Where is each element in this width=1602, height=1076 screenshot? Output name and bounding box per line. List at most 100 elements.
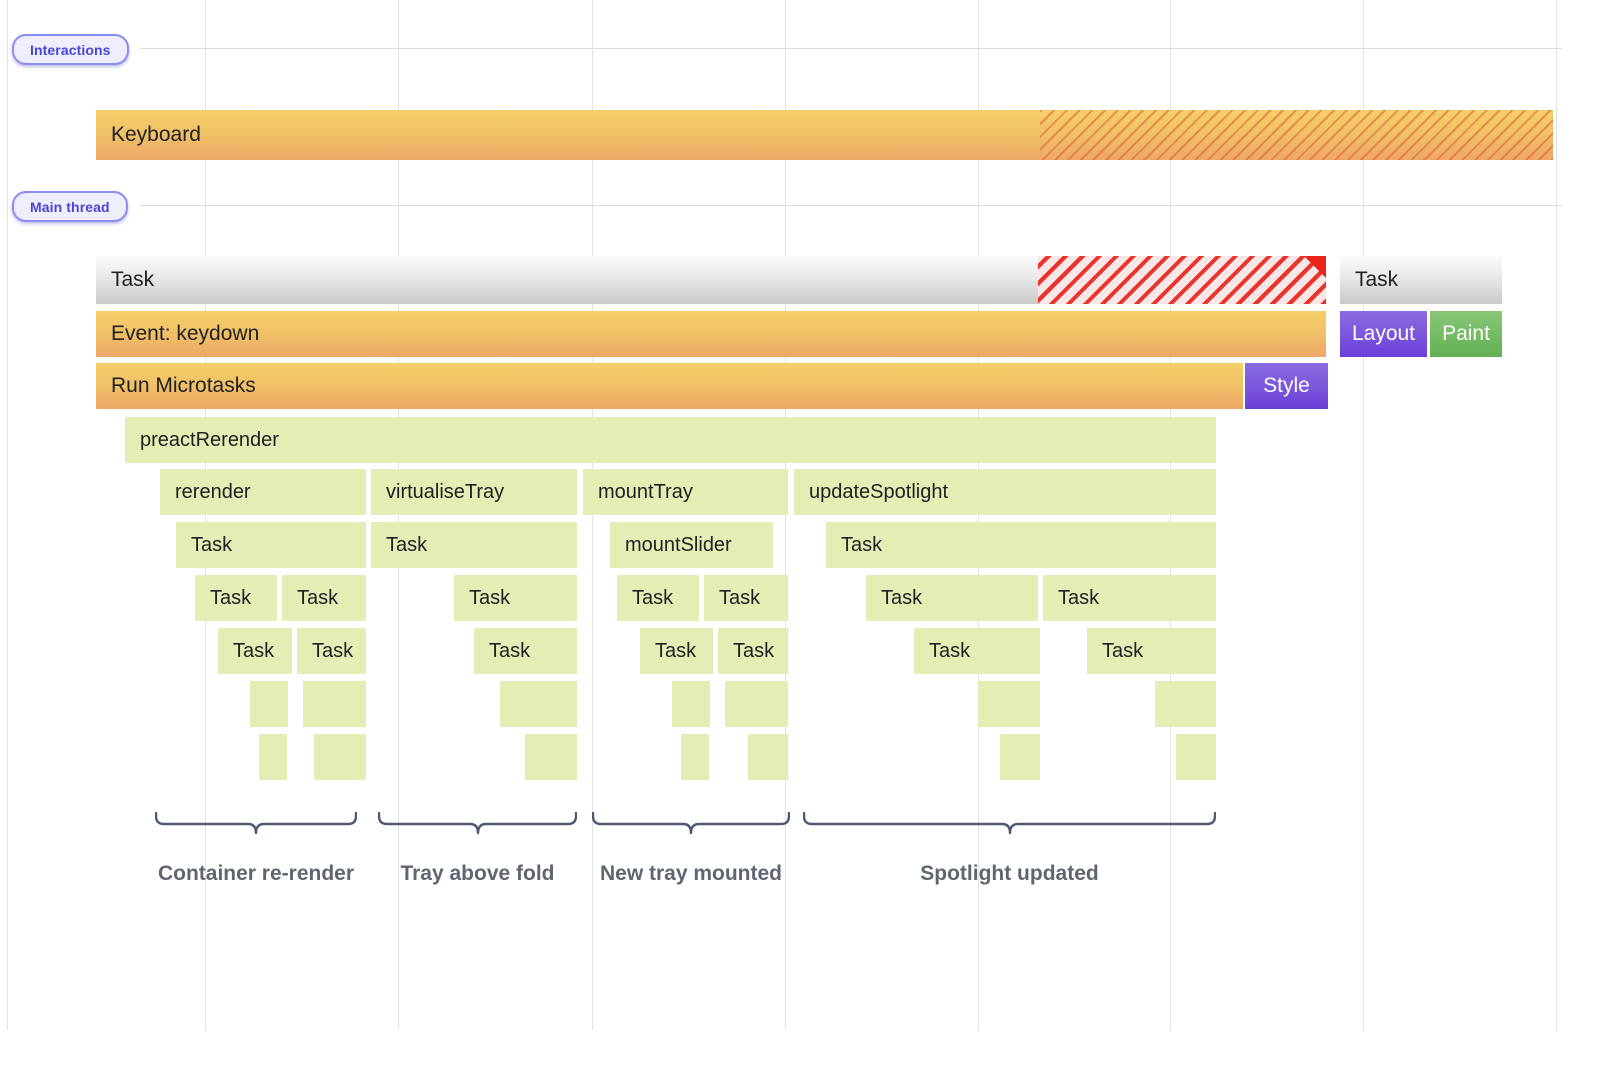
flame-bar-label: Task: [210, 586, 252, 609]
track-badge-label: Interactions: [30, 41, 111, 58]
annotation-label-tray-above-fold: Tray above fold: [400, 862, 555, 885]
flame-bar-run-microtasks[interactable]: Run Microtasks: [96, 363, 1243, 409]
flame-bar-keyboard[interactable]: Keyboard: [96, 110, 1553, 160]
flame-bar-task[interactable]: Task: [1043, 575, 1216, 621]
flame-bar-label: mountSlider: [625, 533, 732, 556]
flame-bar-label: Task: [929, 639, 971, 662]
long-task-warning-corner-icon: [1304, 256, 1326, 278]
flame-bar-label: preactRerender: [140, 428, 279, 451]
flame-bar-label: Task: [111, 268, 155, 291]
flame-bar-label: Layout: [1351, 322, 1416, 345]
flame-bar-mountslider[interactable]: mountSlider: [610, 522, 773, 568]
flame-bar-task[interactable]: Task: [176, 522, 366, 568]
flame-bar-event-keydown[interactable]: Event: keydown: [96, 311, 1326, 357]
flame-bar-label: Task: [312, 639, 354, 662]
annotation-label-new-tray-mounted: New tray mounted: [599, 862, 783, 885]
flame-bar-label: updateSpotlight: [809, 480, 949, 503]
annotation-label-spotlight-updated: Spotlight updated: [920, 862, 1099, 885]
flame-bar-label: Task: [297, 586, 339, 609]
long-task-hatch-overlay: [1038, 256, 1326, 304]
flame-bar-label: Task: [1355, 268, 1399, 291]
flame-bar-anonymous[interactable]: [500, 681, 577, 727]
gridline-7: [1363, 0, 1364, 1030]
flame-bar-task[interactable]: Task: [282, 575, 366, 621]
flame-bar-label: rerender: [175, 480, 251, 503]
flame-bar-task[interactable]: Task: [371, 522, 577, 568]
flame-bar-layout[interactable]: Layout: [1340, 311, 1427, 357]
gridline-4: [785, 0, 786, 1030]
main-thread-track-rule: [140, 205, 1562, 206]
flame-bar-label: Task: [1058, 586, 1100, 609]
flame-bar-task[interactable]: Task: [640, 628, 713, 674]
interactions-track-rule: [140, 48, 1562, 49]
flame-bar-task[interactable]: Task: [718, 628, 788, 674]
annotation-bracket-new-tray-mounted: [592, 812, 790, 838]
flame-bar-anonymous[interactable]: [525, 734, 577, 780]
flame-bar-label: virtualiseTray: [386, 480, 505, 503]
track-badge-main-thread[interactable]: Main thread: [12, 191, 128, 222]
flame-bar-task[interactable]: Task: [704, 575, 788, 621]
flame-bar-rerender[interactable]: rerender: [160, 469, 366, 515]
flame-bar-label: Keyboard: [111, 123, 201, 146]
annotation-label-container-re-render: Container re-render: [157, 862, 355, 885]
flame-bar-task[interactable]: Task: [297, 628, 366, 674]
flame-bar-paint[interactable]: Paint: [1430, 311, 1502, 357]
gridline-6: [1170, 0, 1171, 1030]
interaction-overrun-hatch-overlay: [1040, 110, 1553, 160]
flame-bar-anonymous[interactable]: [978, 681, 1040, 727]
flame-bar-label: Task: [733, 639, 775, 662]
flame-bar-anonymous[interactable]: [1000, 734, 1040, 780]
flame-bar-label: Task: [386, 533, 428, 556]
flame-bar-task[interactable]: Task: [195, 575, 277, 621]
flame-bar-label: Task: [719, 586, 761, 609]
flame-bar-anonymous[interactable]: [1155, 681, 1216, 727]
flame-bar-task[interactable]: Task: [1087, 628, 1216, 674]
gridline-3: [592, 0, 593, 1030]
flame-bar-label: Task: [469, 586, 511, 609]
flame-bar-anonymous[interactable]: [725, 681, 788, 727]
flame-bar-task[interactable]: Task: [96, 256, 1326, 304]
flame-bar-anonymous[interactable]: [303, 681, 366, 727]
track-badge-interactions[interactable]: Interactions: [12, 34, 129, 65]
flame-bar-label: Task: [233, 639, 275, 662]
flame-bar-label: Style: [1263, 374, 1310, 397]
track-badge-label: Main thread: [30, 198, 110, 215]
flame-bar-label: Run Microtasks: [111, 374, 256, 397]
gridline-8: [1556, 0, 1557, 1030]
flame-bar-label: Task: [1102, 639, 1144, 662]
flame-bar-preactrerender[interactable]: preactRerender: [125, 417, 1216, 463]
flame-bar-anonymous[interactable]: [681, 734, 709, 780]
flame-bar-virtualisetray[interactable]: virtualiseTray: [371, 469, 577, 515]
flame-bar-anonymous[interactable]: [748, 734, 788, 780]
flame-bar-anonymous[interactable]: [672, 681, 710, 727]
flame-bar-anonymous[interactable]: [259, 734, 287, 780]
flame-bar-task[interactable]: Task: [866, 575, 1038, 621]
flame-bar-anonymous[interactable]: [314, 734, 366, 780]
flame-bar-mounttray[interactable]: mountTray: [583, 469, 788, 515]
flame-bar-updatespotlight[interactable]: updateSpotlight: [794, 469, 1216, 515]
flame-bar-label: Event: keydown: [111, 322, 260, 345]
flame-bar-label: Task: [489, 639, 531, 662]
flame-bar-task[interactable]: Task: [826, 522, 1216, 568]
flame-bar-task[interactable]: Task: [454, 575, 577, 621]
gridline-2: [398, 0, 399, 1030]
gridline-0: [7, 0, 8, 1030]
flame-bar-style[interactable]: Style: [1245, 363, 1328, 409]
annotation-bracket-spotlight-updated: [803, 812, 1216, 838]
flame-bar-anonymous[interactable]: [250, 681, 288, 727]
flame-bar-task[interactable]: Task: [914, 628, 1040, 674]
flame-bar-label: Task: [655, 639, 697, 662]
annotation-bracket-container-re-render: [155, 812, 357, 838]
flame-bar-label: Task: [841, 533, 883, 556]
flame-bar-anonymous[interactable]: [1176, 734, 1216, 780]
flame-bar-task[interactable]: Task: [218, 628, 292, 674]
flame-bar-label: Task: [632, 586, 674, 609]
flame-bar-task[interactable]: Task: [617, 575, 699, 621]
flame-bar-label: Task: [191, 533, 233, 556]
flame-bar-label: mountTray: [598, 480, 693, 503]
flame-bar-task[interactable]: Task: [474, 628, 577, 674]
flame-bar-task[interactable]: Task: [1340, 256, 1502, 304]
annotation-bracket-tray-above-fold: [378, 812, 577, 838]
gridline-1: [205, 0, 206, 1030]
